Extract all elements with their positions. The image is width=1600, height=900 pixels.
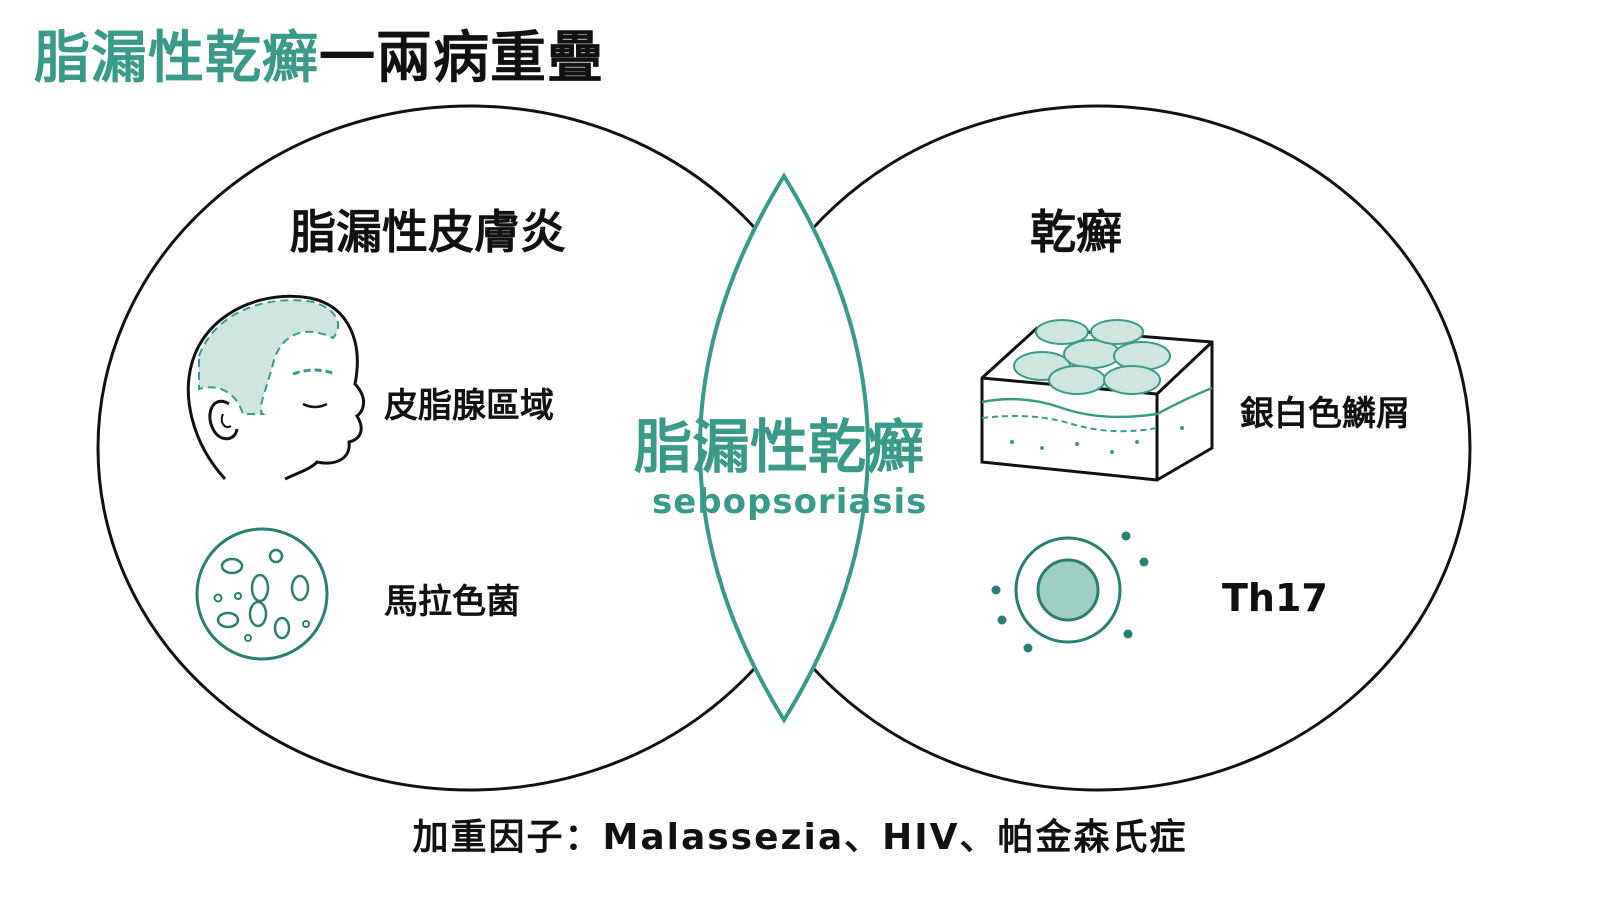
right-item-label-1: 銀白色鱗屑	[1240, 394, 1410, 434]
title-rest: 一兩病重疊	[319, 26, 604, 91]
immune-cell-icon	[991, 531, 1149, 653]
left-item-label-2: 馬拉色菌	[384, 582, 520, 622]
page-title: 脂漏性乾癬一兩病重疊	[34, 28, 604, 90]
left-set-title: 脂漏性皮膚炎	[290, 205, 566, 259]
right-item-label-2: Th17	[1222, 576, 1328, 620]
intersection-title: 脂漏性乾癬	[634, 413, 925, 481]
yeast-cells-icon	[195, 527, 329, 661]
title-accent: 脂漏性乾癬	[34, 26, 319, 91]
intersection-subtitle: sebopsoriasis	[652, 482, 928, 522]
aggravating-factors: 加重因子：Malassezia、HIV、帕金森氏症	[412, 817, 1188, 858]
head-profile-icon	[186, 294, 365, 481]
right-set-title: 乾癬	[1030, 205, 1122, 259]
intersection-lens	[698, 172, 870, 724]
left-item-label-1: 皮脂腺區域	[384, 386, 554, 426]
skin-scales-icon	[980, 319, 1214, 482]
